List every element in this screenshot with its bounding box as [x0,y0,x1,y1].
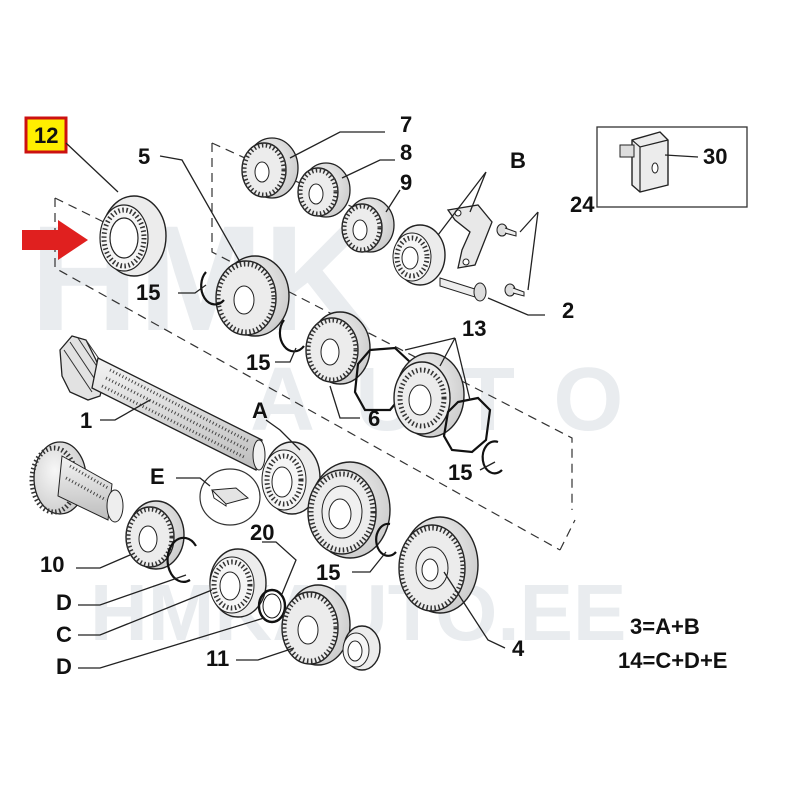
label-2: 2 [562,298,574,323]
label-4: 4 [512,636,525,661]
inset-box: 30 [596,126,748,208]
synchro-c [209,548,267,618]
gear-6 [305,311,371,385]
screw-24a [496,223,517,237]
label-24: 24 [570,192,595,217]
crown-gear [307,461,391,559]
bolt-2 [439,277,487,302]
label-13: 13 [462,316,486,341]
gear-5 [215,255,290,337]
label-11: 11 [206,646,229,671]
highlight-label-12: 12 [24,116,119,193]
label-a: A [252,398,268,423]
gear-7 [241,137,299,199]
formula-14: 14=C+D+E [618,648,727,673]
gear-8 [297,162,351,218]
label-1: 1 [80,408,92,433]
bearing-a [261,441,321,515]
synchro-ring-13b [442,396,492,454]
label-7: 7 [400,112,412,137]
label-d1: D [56,590,72,615]
retaining-plate [446,204,493,269]
label-5: 5 [138,144,150,169]
key-e [199,468,261,526]
formula-3: 3=A+B [630,614,700,639]
label-12: 12 [34,123,58,148]
gear-9 [341,197,395,253]
label-20: 20 [250,520,274,545]
bracket-part-icon [619,131,669,193]
bearing-b [392,224,446,286]
label-e: E [150,464,165,489]
gear-4 [398,516,479,614]
label-9: 9 [400,170,412,195]
input-shaft-gear [29,441,124,523]
label-15b: 15 [246,350,270,375]
small-bearing [342,625,381,671]
label-c: C [56,622,72,647]
label-8: 8 [400,140,412,165]
bearing-12 [99,195,167,277]
main-shaft-1 [59,335,266,471]
label-b: B [510,148,526,173]
circlip-15a [200,271,225,306]
label-15c: 15 [448,460,472,485]
red-arrow-icon [22,220,88,260]
gear-11 [281,584,351,666]
synchro-ring-13a [353,346,412,412]
circlip-15b [278,319,305,353]
snap-ring-d1 [166,536,197,583]
circlip-15d [375,522,397,557]
label-15a: 15 [136,280,160,305]
label-6: 6 [368,406,380,431]
label-30: 30 [703,144,727,169]
label-d2: D [56,654,72,679]
screw-24b [504,283,525,297]
label-10: 10 [40,552,64,577]
circlip-15c [481,440,503,475]
label-15d: 15 [316,560,340,585]
gear-10 [125,500,185,570]
ring-20 [257,588,287,624]
